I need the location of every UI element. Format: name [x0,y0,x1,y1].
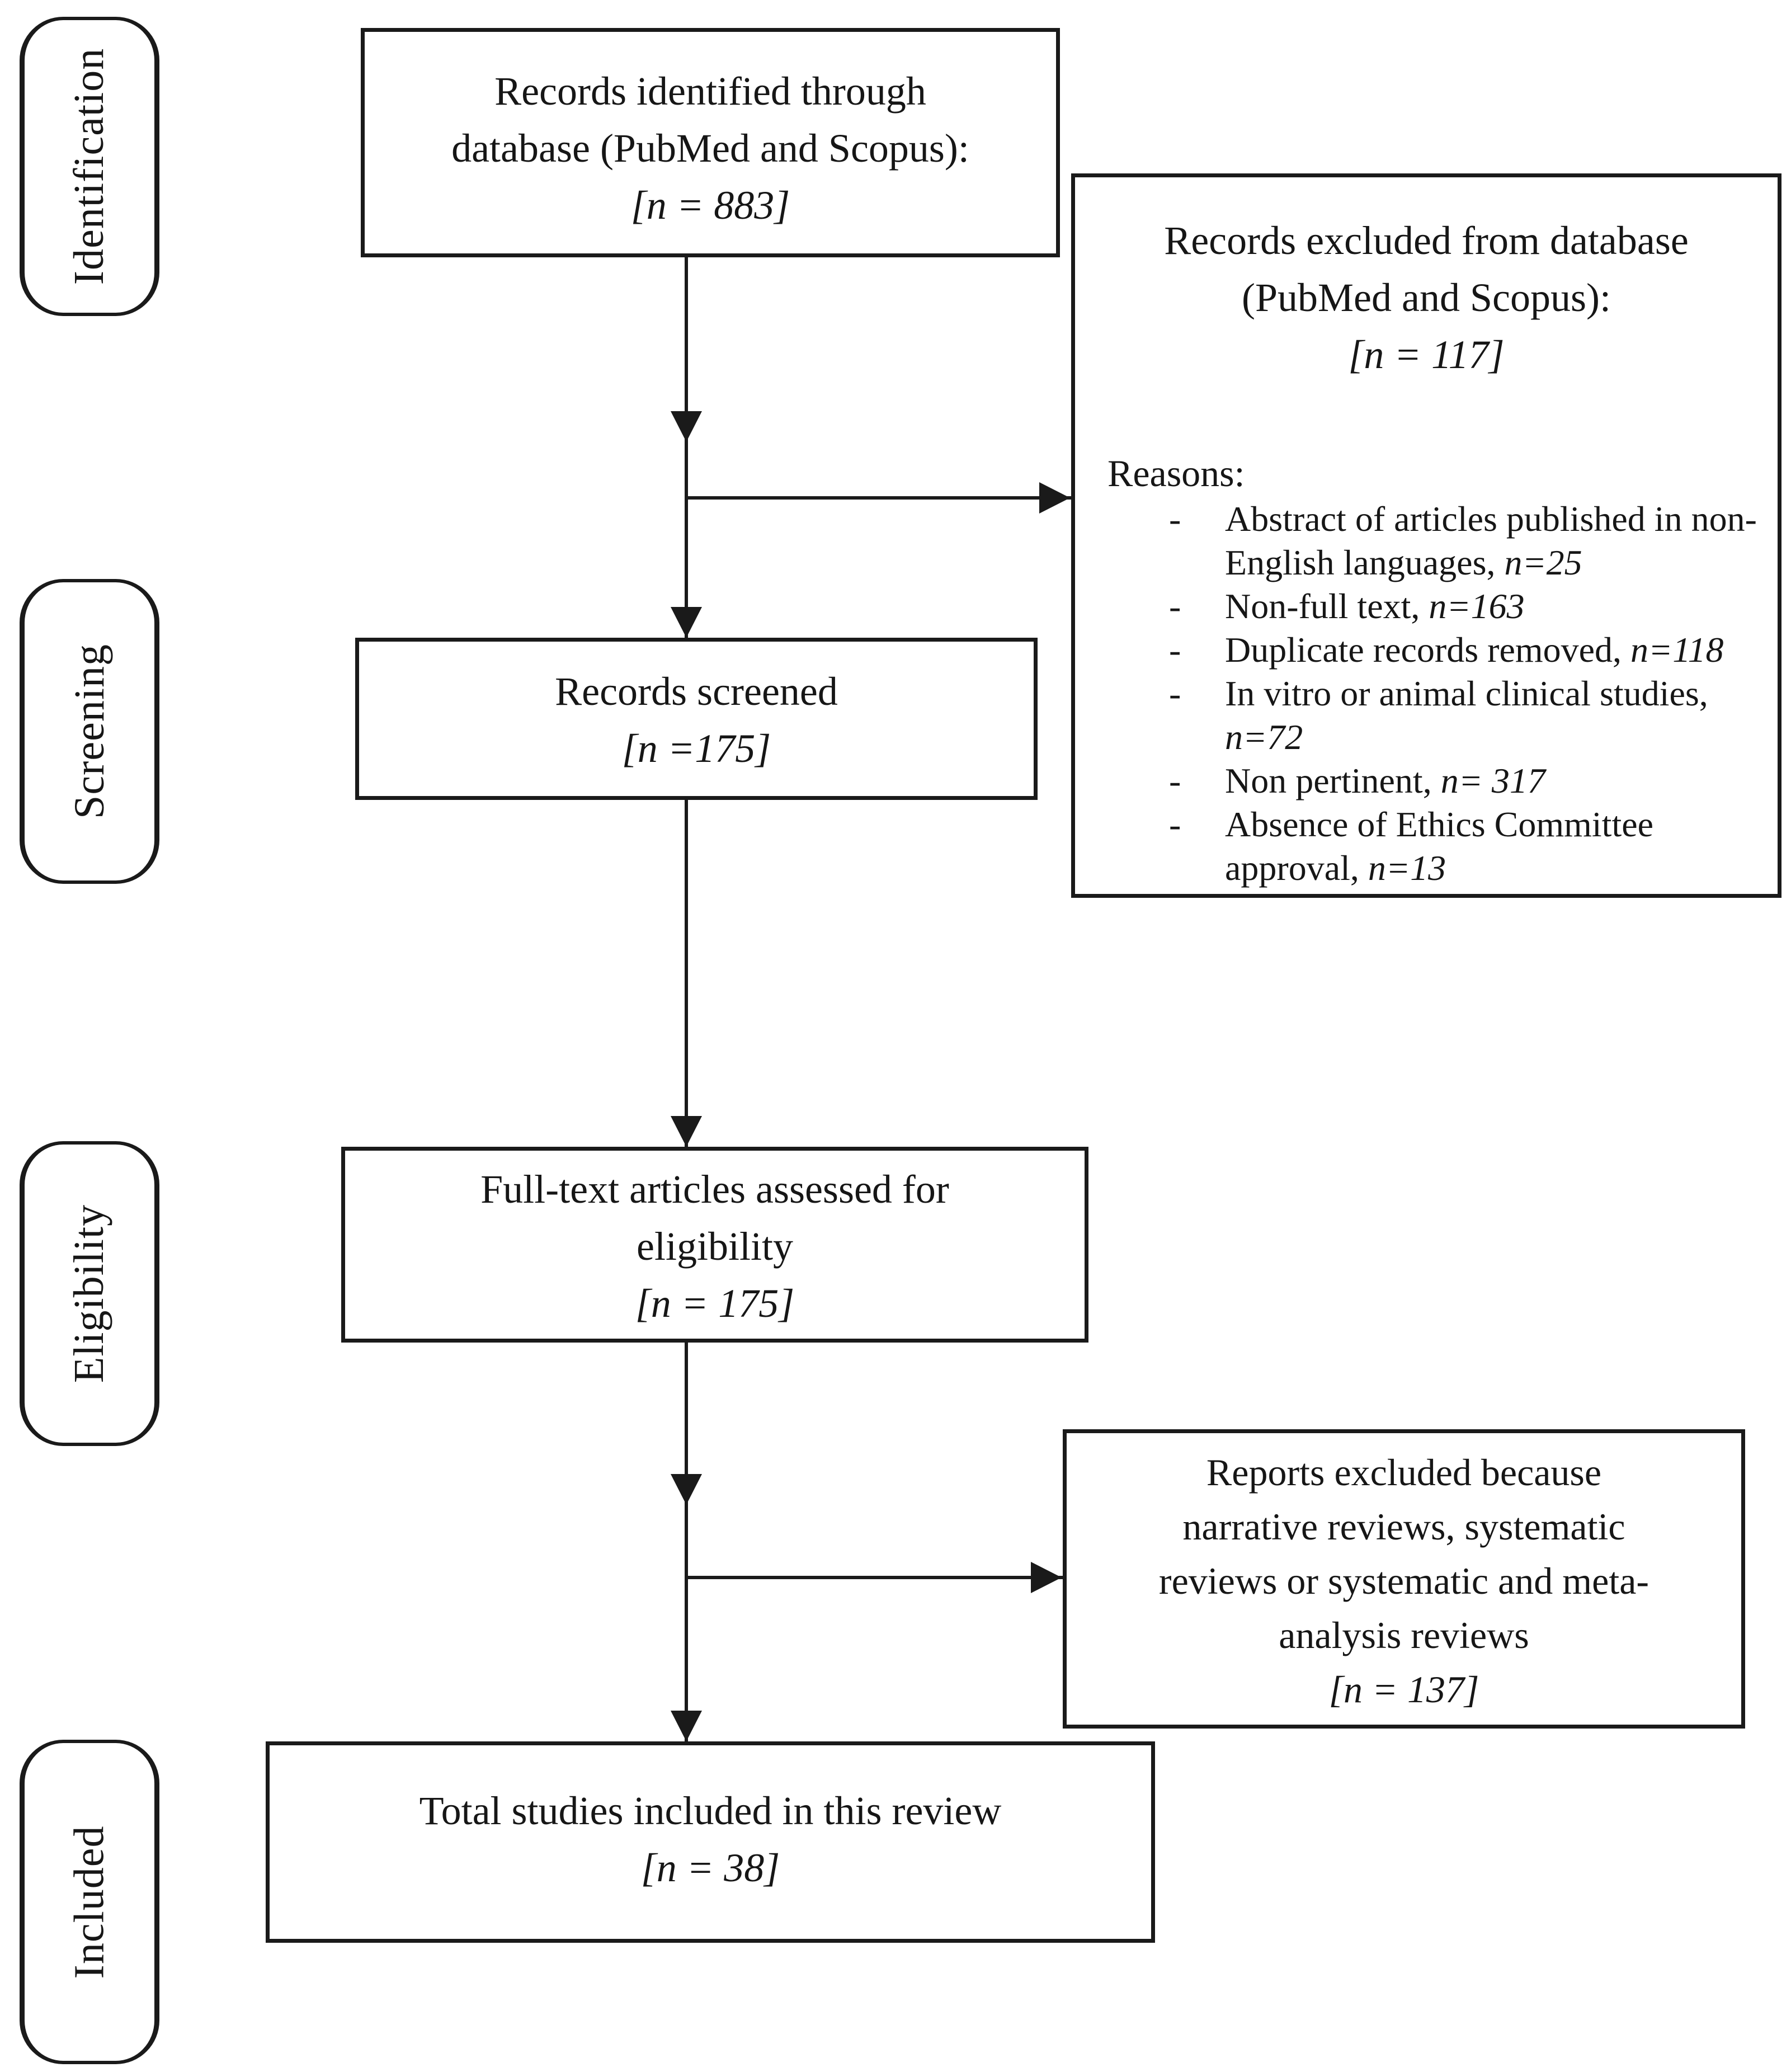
stage-label-identification: Identification [20,17,159,316]
arrowhead-right-reports-excluded-icon [1031,1562,1062,1593]
reason-text: Duplicate records removed, n=118 [1225,628,1762,672]
reasons-heading: Reasons: [1107,452,1245,495]
reason-label: In vitro or animal clinical studies, [1225,674,1708,713]
connector-branch-reports-excluded-line [686,1576,1063,1579]
stage-label-screening-text: Screening [65,644,113,819]
reason-count: n=25 [1504,543,1582,582]
connector-fulltext-included-line [685,1343,688,1741]
box-fulltext-assessed-count: [n = 175] [635,1281,795,1326]
box-total-included-count: [n = 38] [640,1845,780,1890]
arrowhead-right-records-excluded-icon [1039,482,1070,514]
arrowhead-down-screened-icon [671,607,702,638]
reason-bullet: - [1169,586,1181,626]
box-reports-excluded-count: [n = 137] [1328,1668,1479,1711]
arrowhead-down-mid-icon [671,411,702,442]
reason-count: n=163 [1429,586,1525,626]
box-records-identified: Records identified through database (Pub… [361,28,1060,257]
box-total-included-text: Total studies included in this review [419,1788,1002,1833]
reason-item: - Non-full text, n=163 [1169,585,1778,628]
box-fulltext-assessed: Full-text articles assessed for eligibil… [341,1147,1088,1343]
reason-bullet: - [1169,804,1181,844]
reason-count: n=13 [1368,848,1446,888]
reason-text: Non pertinent, n= 317 [1225,759,1762,803]
box-reports-excluded: Reports excluded because narrative revie… [1063,1429,1745,1729]
reason-text: Non-full text, n=163 [1225,585,1762,628]
reason-item: - Non pertinent, n= 317 [1169,759,1778,803]
reason-label: Abstract of articles published in non-En… [1225,499,1757,582]
arrowhead-down-fulltext-icon [671,1116,702,1147]
reason-label: Absence of Ethics Committee approval, [1225,804,1654,888]
reason-count: n= 317 [1440,761,1545,800]
stage-label-eligibility-text: Eligibility [65,1204,113,1383]
stage-label-screening: Screening [20,579,159,884]
reason-bullet: - [1169,674,1181,713]
box-records-identified-count: [n = 883] [630,183,790,228]
reason-item: - Abstract of articles published in non-… [1169,497,1778,585]
box-records-screened-text: Records screened [555,669,838,714]
reason-label: Non pertinent, [1225,761,1441,800]
box-records-excluded-count: [n = 117] [1348,332,1505,377]
stage-label-included-text: Included [65,1825,113,1979]
box-records-screened-count: [n =175] [621,726,771,771]
stage-label-identification-text: Identification [65,48,113,285]
reason-label: Duplicate records removed, [1225,630,1631,670]
arrowhead-down-included-icon [671,1711,702,1741]
box-records-identified-text: Records identified through database (Pub… [451,69,969,171]
stage-label-eligibility: Eligibility [20,1141,159,1446]
arrowhead-down-mid2-icon [671,1474,702,1505]
reason-item: - In vitro or animal clinical studies, n… [1169,672,1778,759]
reason-text: Absence of Ethics Committee approval, n=… [1225,803,1762,890]
reason-count: n=72 [1225,717,1303,757]
box-reports-excluded-title: Reports excluded because narrative revie… [1158,1451,1649,1656]
reason-item: - Absence of Ethics Committee approval, … [1169,803,1778,890]
connector-screened-fulltext-line [685,800,688,1147]
reason-text: Abstract of articles published in non-En… [1225,497,1762,585]
reason-bullet: - [1169,499,1181,539]
reason-text: In vitro or animal clinical studies, n=7… [1225,672,1762,759]
reasons-list: - Abstract of articles published in non-… [1075,497,1778,890]
connector-branch-records-excluded-line [686,496,1071,500]
box-records-excluded-title: Records excluded from database (PubMed a… [1164,218,1689,320]
box-records-screened: Records screened [n =175] [355,638,1038,800]
reason-label: Non-full text, [1225,586,1429,626]
box-total-included: Total studies included in this review [n… [266,1741,1155,1943]
reason-item: - Duplicate records removed, n=118 [1169,628,1778,672]
reason-bullet: - [1169,630,1181,670]
reason-count: n=118 [1630,630,1724,670]
box-records-excluded: Records excluded from database (PubMed a… [1071,173,1781,898]
connector-identified-screened-line [685,257,688,638]
reason-bullet: - [1169,761,1181,800]
box-fulltext-assessed-text: Full-text articles assessed for eligibil… [480,1167,949,1269]
stage-label-included: Included [20,1740,159,2064]
